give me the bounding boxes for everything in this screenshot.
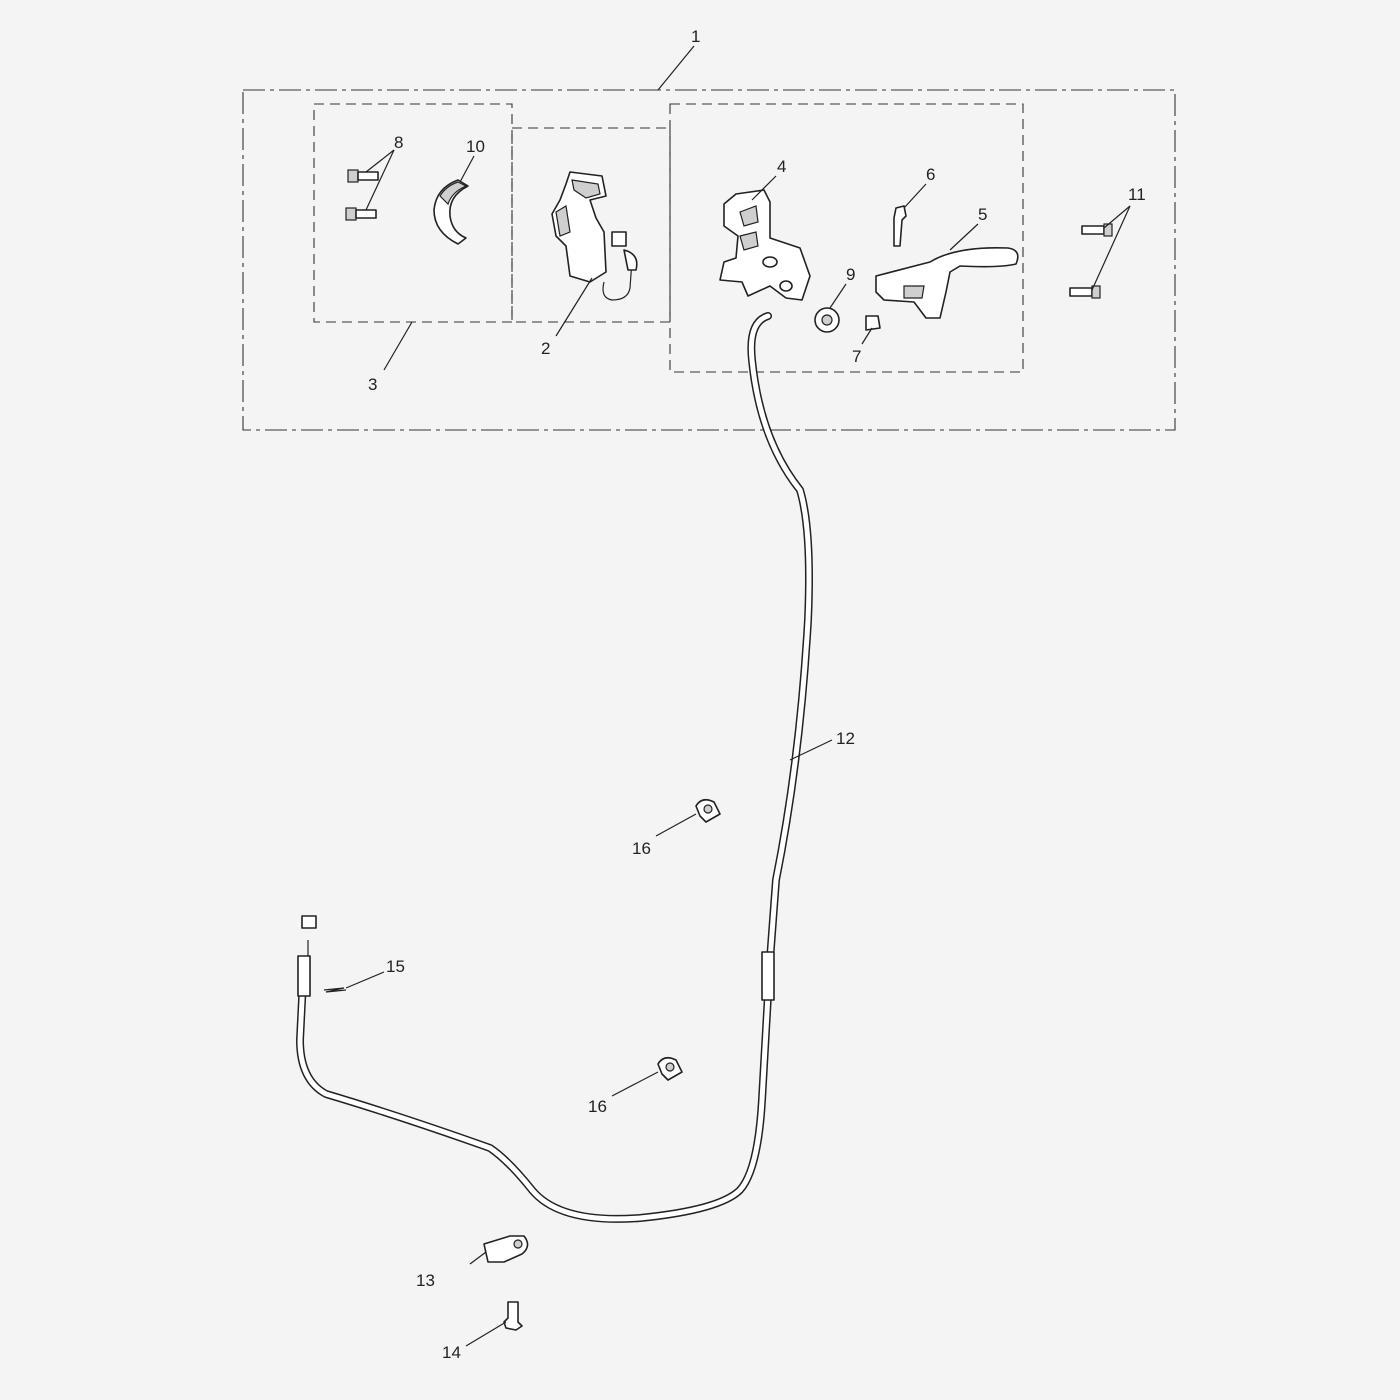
switch-housing-icon (551, 171, 638, 301)
adjuster-icon (814, 307, 840, 333)
callout-16b: 16 (588, 1097, 607, 1116)
clutch-lever-icon (875, 246, 1019, 319)
callout-6: 6 (926, 165, 935, 184)
screw-icon (345, 169, 379, 221)
callout-15: 15 (386, 957, 405, 976)
callout-16a: 16 (632, 839, 651, 858)
sub-assembly-box (313, 103, 513, 323)
cable-icon (296, 312, 813, 1223)
callout-4: 4 (777, 157, 786, 176)
bolt-icon (503, 1301, 523, 1331)
lever-box (669, 103, 1024, 373)
callout-10: 10 (466, 137, 485, 156)
callout-2: 2 (541, 339, 550, 358)
cable-bracket-icon (483, 1235, 529, 1263)
callout-12: 12 (836, 729, 855, 748)
callout-5: 5 (978, 205, 987, 224)
callout-8: 8 (394, 133, 403, 152)
spring-icon (323, 987, 347, 993)
callout-9: 9 (846, 265, 855, 284)
lever-bracket-icon (719, 189, 811, 301)
callout-11: 11 (1128, 185, 1146, 204)
pivot-bolt-icon (893, 205, 907, 247)
callout-3: 3 (368, 375, 377, 394)
assembly-box (242, 89, 1176, 431)
callout-7: 7 (852, 347, 861, 366)
callout-14: 14 (442, 1343, 461, 1362)
nut-icon (865, 315, 881, 331)
clamp-half-icon (433, 179, 469, 245)
cable-clip-icon (657, 798, 721, 1081)
callout-1: 1 (691, 27, 700, 46)
callout-13: 13 (416, 1271, 435, 1290)
